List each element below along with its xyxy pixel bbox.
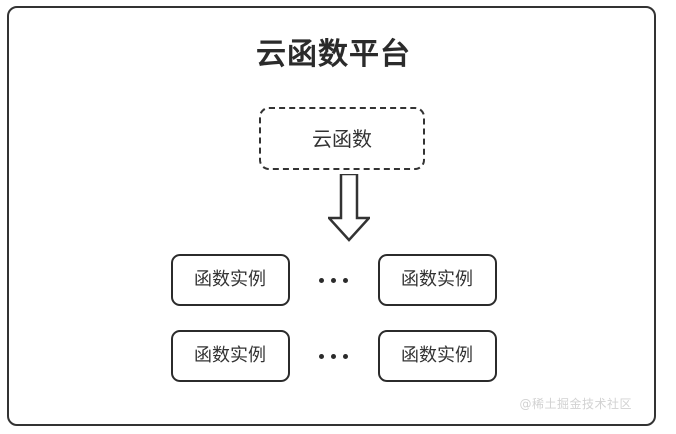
cloud-function-label: 云函数	[312, 126, 372, 151]
ellipsis-dot	[343, 277, 348, 283]
instance-row: 函数实例 函数实例	[9, 254, 658, 306]
down-block-arrow-icon	[326, 172, 372, 242]
ellipsis-dot	[331, 277, 336, 283]
ellipsis-dot	[319, 277, 324, 283]
function-instance-label: 函数实例	[194, 269, 266, 290]
ellipsis-dot	[343, 353, 348, 359]
cloud-function-node[interactable]: 云函数	[259, 107, 425, 170]
function-instance-box[interactable]: 函数实例	[170, 254, 290, 306]
instance-row: 函数实例 函数实例	[9, 330, 658, 382]
ellipsis-dot	[319, 353, 324, 359]
ellipsis-dot	[331, 353, 336, 359]
function-instance-label: 函数实例	[194, 345, 266, 366]
ellipsis-icon	[290, 254, 378, 306]
function-instance-box[interactable]: 函数实例	[170, 330, 290, 382]
function-instance-label: 函数实例	[401, 345, 473, 366]
function-instance-box[interactable]: 函数实例	[377, 330, 497, 382]
ellipsis-icon	[290, 330, 378, 382]
page-title: 云函数平台	[256, 37, 411, 72]
cloud-function-platform-frame: 云函数平台 云函数 函数实例 函数实例 函数实例	[7, 6, 656, 426]
function-instance-label: 函数实例	[401, 269, 473, 290]
function-instance-box[interactable]: 函数实例	[377, 254, 497, 306]
watermark: @稀土掘金技术社区	[519, 397, 632, 411]
